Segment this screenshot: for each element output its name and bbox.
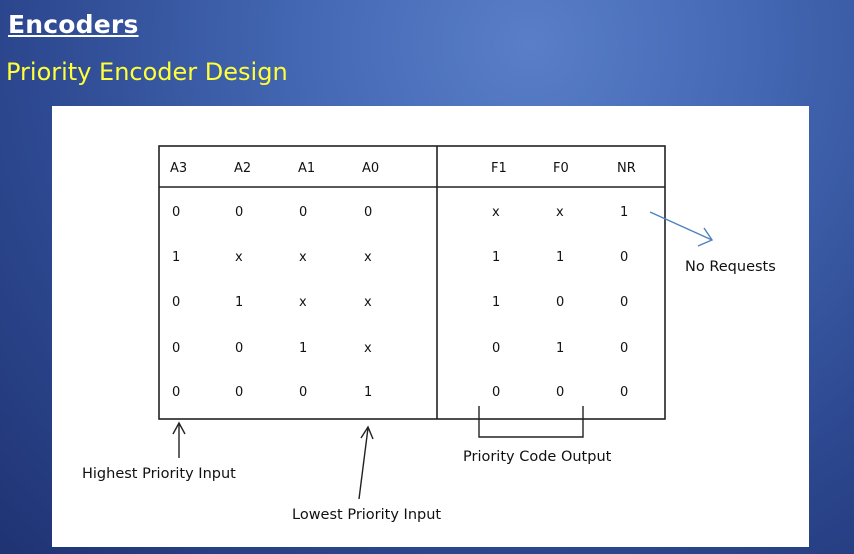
lowest-priority-label: Lowest Priority Input xyxy=(292,507,441,523)
table-cell: 0 xyxy=(172,341,180,356)
table-cell: 0 xyxy=(556,295,564,310)
header-f0: F0 xyxy=(553,161,569,176)
table-cell: 1 xyxy=(620,205,628,220)
table-cell: 0 xyxy=(620,250,628,265)
table-cell: 0 xyxy=(492,385,500,400)
header-a3: A3 xyxy=(170,161,187,176)
table-cell: 0 xyxy=(620,385,628,400)
table-cell: 0 xyxy=(172,385,180,400)
truth-table-figure: A3 A2 A1 A0 F1 F0 NR 0 0 0 0 x x 1 1 x x… xyxy=(52,106,809,547)
header-a2: A2 xyxy=(234,161,251,176)
header-a1: A1 xyxy=(298,161,315,176)
table-cell: 0 xyxy=(299,205,307,220)
priority-code-bracket xyxy=(478,406,584,438)
no-requests-label: No Requests xyxy=(685,259,776,275)
table-cell: 0 xyxy=(235,341,243,356)
table-cell: 0 xyxy=(620,295,628,310)
highest-priority-label: Highest Priority Input xyxy=(82,466,236,482)
table-cell: 1 xyxy=(364,385,372,400)
table-cell: x xyxy=(364,341,372,356)
table-cell: 1 xyxy=(299,341,307,356)
table-cell: x xyxy=(492,205,500,220)
priority-code-output-label: Priority Code Output xyxy=(463,449,612,465)
table-cell: x xyxy=(299,250,307,265)
truth-table-diagram: A3 A2 A1 A0 F1 F0 NR 0 0 0 0 x x 1 1 x x… xyxy=(82,145,776,523)
table-cell: 0 xyxy=(235,205,243,220)
table-cell: x xyxy=(235,250,243,265)
header-f1: F1 xyxy=(491,161,507,176)
table-cell: 0 xyxy=(620,341,628,356)
table-cell: 0 xyxy=(364,205,372,220)
table-cell: 1 xyxy=(492,250,500,265)
table-border xyxy=(158,145,666,420)
table-cell: 0 xyxy=(556,385,564,400)
table-cell: 1 xyxy=(556,341,564,356)
table-cell: x xyxy=(556,205,564,220)
table-cell: 1 xyxy=(492,295,500,310)
header-nr: NR xyxy=(617,161,636,176)
lowest-priority-arrow xyxy=(358,425,374,500)
table-cell: x xyxy=(364,295,372,310)
table-cell: 0 xyxy=(492,341,500,356)
table-cell: 0 xyxy=(235,385,243,400)
table-cell: 1 xyxy=(172,250,180,265)
slide-subtitle: Priority Encoder Design xyxy=(6,58,288,86)
table-cell: 1 xyxy=(235,295,243,310)
no-requests-arrow xyxy=(649,211,714,247)
table-cell: 1 xyxy=(556,250,564,265)
header-a0: A0 xyxy=(362,161,379,176)
highest-priority-arrow xyxy=(172,421,186,458)
table-cell: x xyxy=(364,250,372,265)
table-cell: 0 xyxy=(172,295,180,310)
table-cell: 0 xyxy=(299,385,307,400)
table-cell: 0 xyxy=(172,205,180,220)
table-cell: x xyxy=(299,295,307,310)
slide-title: Encoders xyxy=(8,10,139,39)
